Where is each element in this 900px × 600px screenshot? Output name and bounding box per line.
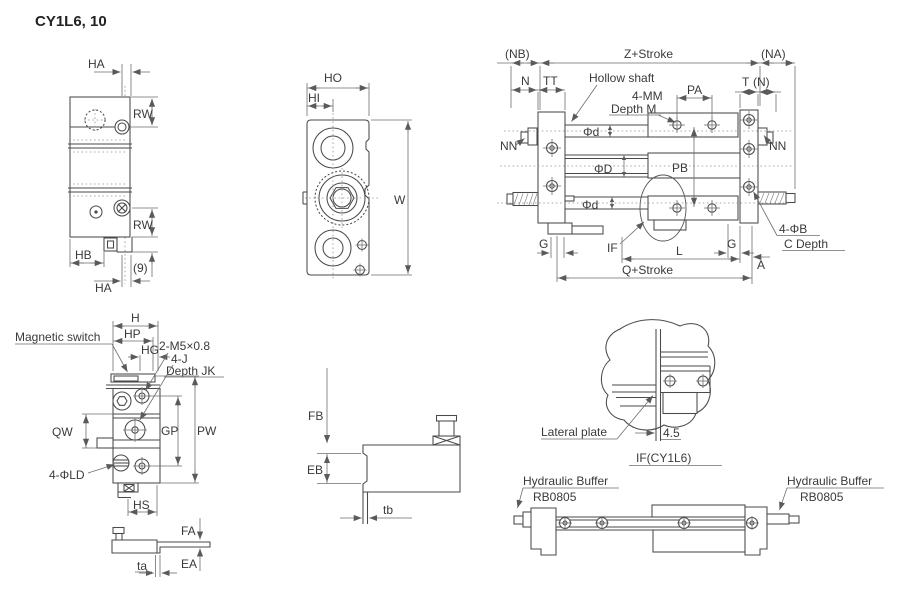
callout-depth-m: Depth M bbox=[611, 102, 656, 116]
magnetic-switch-body bbox=[110, 373, 156, 383]
section-block bbox=[362, 444, 461, 493]
callout-4-phi-b: 4-ΦB bbox=[779, 222, 807, 236]
foot-plate bbox=[111, 539, 211, 554]
side-view: HA RW RW HB (9) HA bbox=[68, 57, 158, 295]
foot-bolt bbox=[112, 526, 125, 535]
dim-label-n: N bbox=[521, 74, 530, 88]
dim-label-hg: HG bbox=[141, 343, 159, 357]
callout-depth-jk: Depth JK bbox=[166, 364, 215, 378]
callout-4-phi-ld: 4-ΦLD bbox=[49, 468, 85, 482]
dim-label-pw: PW bbox=[197, 424, 217, 438]
dim-label-phi-D: ΦD bbox=[594, 162, 613, 176]
callout-lateral-plate: Lateral plate bbox=[541, 425, 607, 439]
bottom-slider-block bbox=[647, 195, 739, 221]
callout-hollow-shaft: Hollow shaft bbox=[589, 71, 655, 85]
detail-ellipse bbox=[639, 174, 687, 242]
slider-foot bbox=[662, 391, 698, 415]
plate-screw-holes bbox=[543, 111, 758, 196]
dim-label-4-5: 4.5 bbox=[663, 426, 680, 440]
callout-magnetic-switch: Magnetic switch bbox=[15, 330, 100, 344]
front-view: HO HI W bbox=[302, 71, 412, 281]
dim-label-hs: HS bbox=[133, 498, 150, 512]
dim-label-rw-bottom: RW bbox=[133, 218, 153, 232]
dim-label-ha-bottom: HA bbox=[95, 281, 112, 295]
block-mounting-holes bbox=[669, 117, 720, 216]
dim-label-rw-top: RW bbox=[133, 107, 153, 121]
dim-label-tb: tb bbox=[383, 503, 393, 517]
hex-socket-screw bbox=[112, 391, 132, 411]
dim-label-phi-d-bottom: Φd bbox=[582, 198, 598, 212]
dim-label-a: A bbox=[757, 258, 765, 272]
dim-label-hi: HI bbox=[308, 91, 320, 105]
dim-label-nb: (NB) bbox=[505, 47, 530, 61]
dim-label-pb: PB bbox=[672, 161, 688, 175]
left-end-plate bbox=[537, 111, 566, 224]
dim-label-hb: HB bbox=[75, 248, 92, 262]
dim-label-nn-left: NN bbox=[500, 139, 517, 153]
dim-label-tt: TT bbox=[543, 74, 558, 88]
dim-label-ho: HO bbox=[324, 71, 342, 85]
band-screws bbox=[558, 516, 759, 530]
lateral-plate-tab bbox=[653, 219, 687, 231]
section-view: FB EB tb bbox=[307, 368, 461, 524]
lateral-plate-detail: Lateral plate 4.5 IF(CY1L6) bbox=[541, 319, 722, 466]
slider-body bbox=[652, 529, 746, 553]
dim-label-ta: ta bbox=[137, 559, 147, 573]
dim-label-fa: FA bbox=[181, 524, 196, 538]
callout-4-j: 4-J bbox=[171, 352, 188, 366]
left-plate bbox=[530, 507, 557, 556]
dim-label-l: L bbox=[676, 244, 683, 258]
left-foot bbox=[547, 222, 573, 235]
side-tab bbox=[96, 437, 114, 449]
dim-label-na: (NA) bbox=[761, 47, 786, 61]
dim-label-qw: QW bbox=[52, 425, 73, 439]
left-buffer-rod bbox=[513, 515, 524, 525]
right-plate bbox=[744, 506, 768, 556]
dim-label-w: W bbox=[394, 193, 406, 207]
dim-label-gp: GP bbox=[161, 424, 178, 438]
bolt-shank bbox=[438, 419, 455, 437]
dim-label-g-left: G bbox=[539, 237, 548, 251]
dim-label-hp: HP bbox=[124, 327, 141, 341]
callout-if: IF bbox=[607, 241, 618, 255]
dim-label-nn-right: NN bbox=[769, 139, 786, 153]
bolt-head bbox=[435, 414, 458, 422]
break-out-boundary bbox=[600, 319, 716, 431]
callout-4mm: 4-MM bbox=[632, 89, 663, 103]
callout-buffer-left-model: RB0805 bbox=[533, 490, 577, 504]
detail-caption: IF(CY1L6) bbox=[636, 451, 691, 465]
dim-label-g-right: G bbox=[727, 237, 736, 251]
thread-hatch-left bbox=[513, 193, 538, 206]
dim-label-phi-d-top: Φd bbox=[583, 125, 599, 139]
dim-label-pa: PA bbox=[687, 83, 702, 97]
dim-label-z-stroke: Z+Stroke bbox=[624, 47, 673, 61]
thread-hatch-right bbox=[759, 192, 785, 204]
dim-label-ha-top: HA bbox=[88, 57, 105, 71]
callout-2-m5: 2-M5×0.8 bbox=[159, 339, 210, 353]
port-hole bbox=[114, 119, 130, 135]
right-buffer-rod bbox=[766, 513, 790, 525]
dim-label-n-paren: (N) bbox=[753, 75, 770, 89]
left-bolt bbox=[520, 131, 529, 144]
callout-buffer-left-name: Hydraulic Buffer bbox=[523, 474, 608, 488]
slider-top-plate bbox=[651, 504, 746, 518]
end-view: Magnetic switch H HP HG 2-M5×0.8 4-J Dep… bbox=[15, 311, 224, 577]
callout-c-depth: C Depth bbox=[784, 237, 828, 251]
dim-label-9: (9) bbox=[133, 261, 148, 275]
page-title: CY1L6, 10 bbox=[35, 13, 107, 30]
left-threaded-rod bbox=[512, 191, 539, 207]
dim-label-h: H bbox=[131, 311, 140, 325]
buffer-view: Hydraulic Buffer RB0805 Hydraulic Buffer… bbox=[513, 474, 884, 556]
dim-label-fb: FB bbox=[308, 409, 323, 423]
dim-label-t: T bbox=[742, 75, 750, 89]
callout-buffer-right-model: RB0805 bbox=[800, 490, 844, 504]
callout-buffer-right-name: Hydraulic Buffer bbox=[787, 474, 872, 488]
dim-label-q-stroke: Q+Stroke bbox=[622, 263, 673, 277]
dim-label-ea: EA bbox=[181, 557, 197, 571]
main-view: (NB) Z+Stroke (NA) N TT T (N) Hollow sha… bbox=[497, 47, 845, 284]
dim-label-eb: EB bbox=[307, 463, 323, 477]
